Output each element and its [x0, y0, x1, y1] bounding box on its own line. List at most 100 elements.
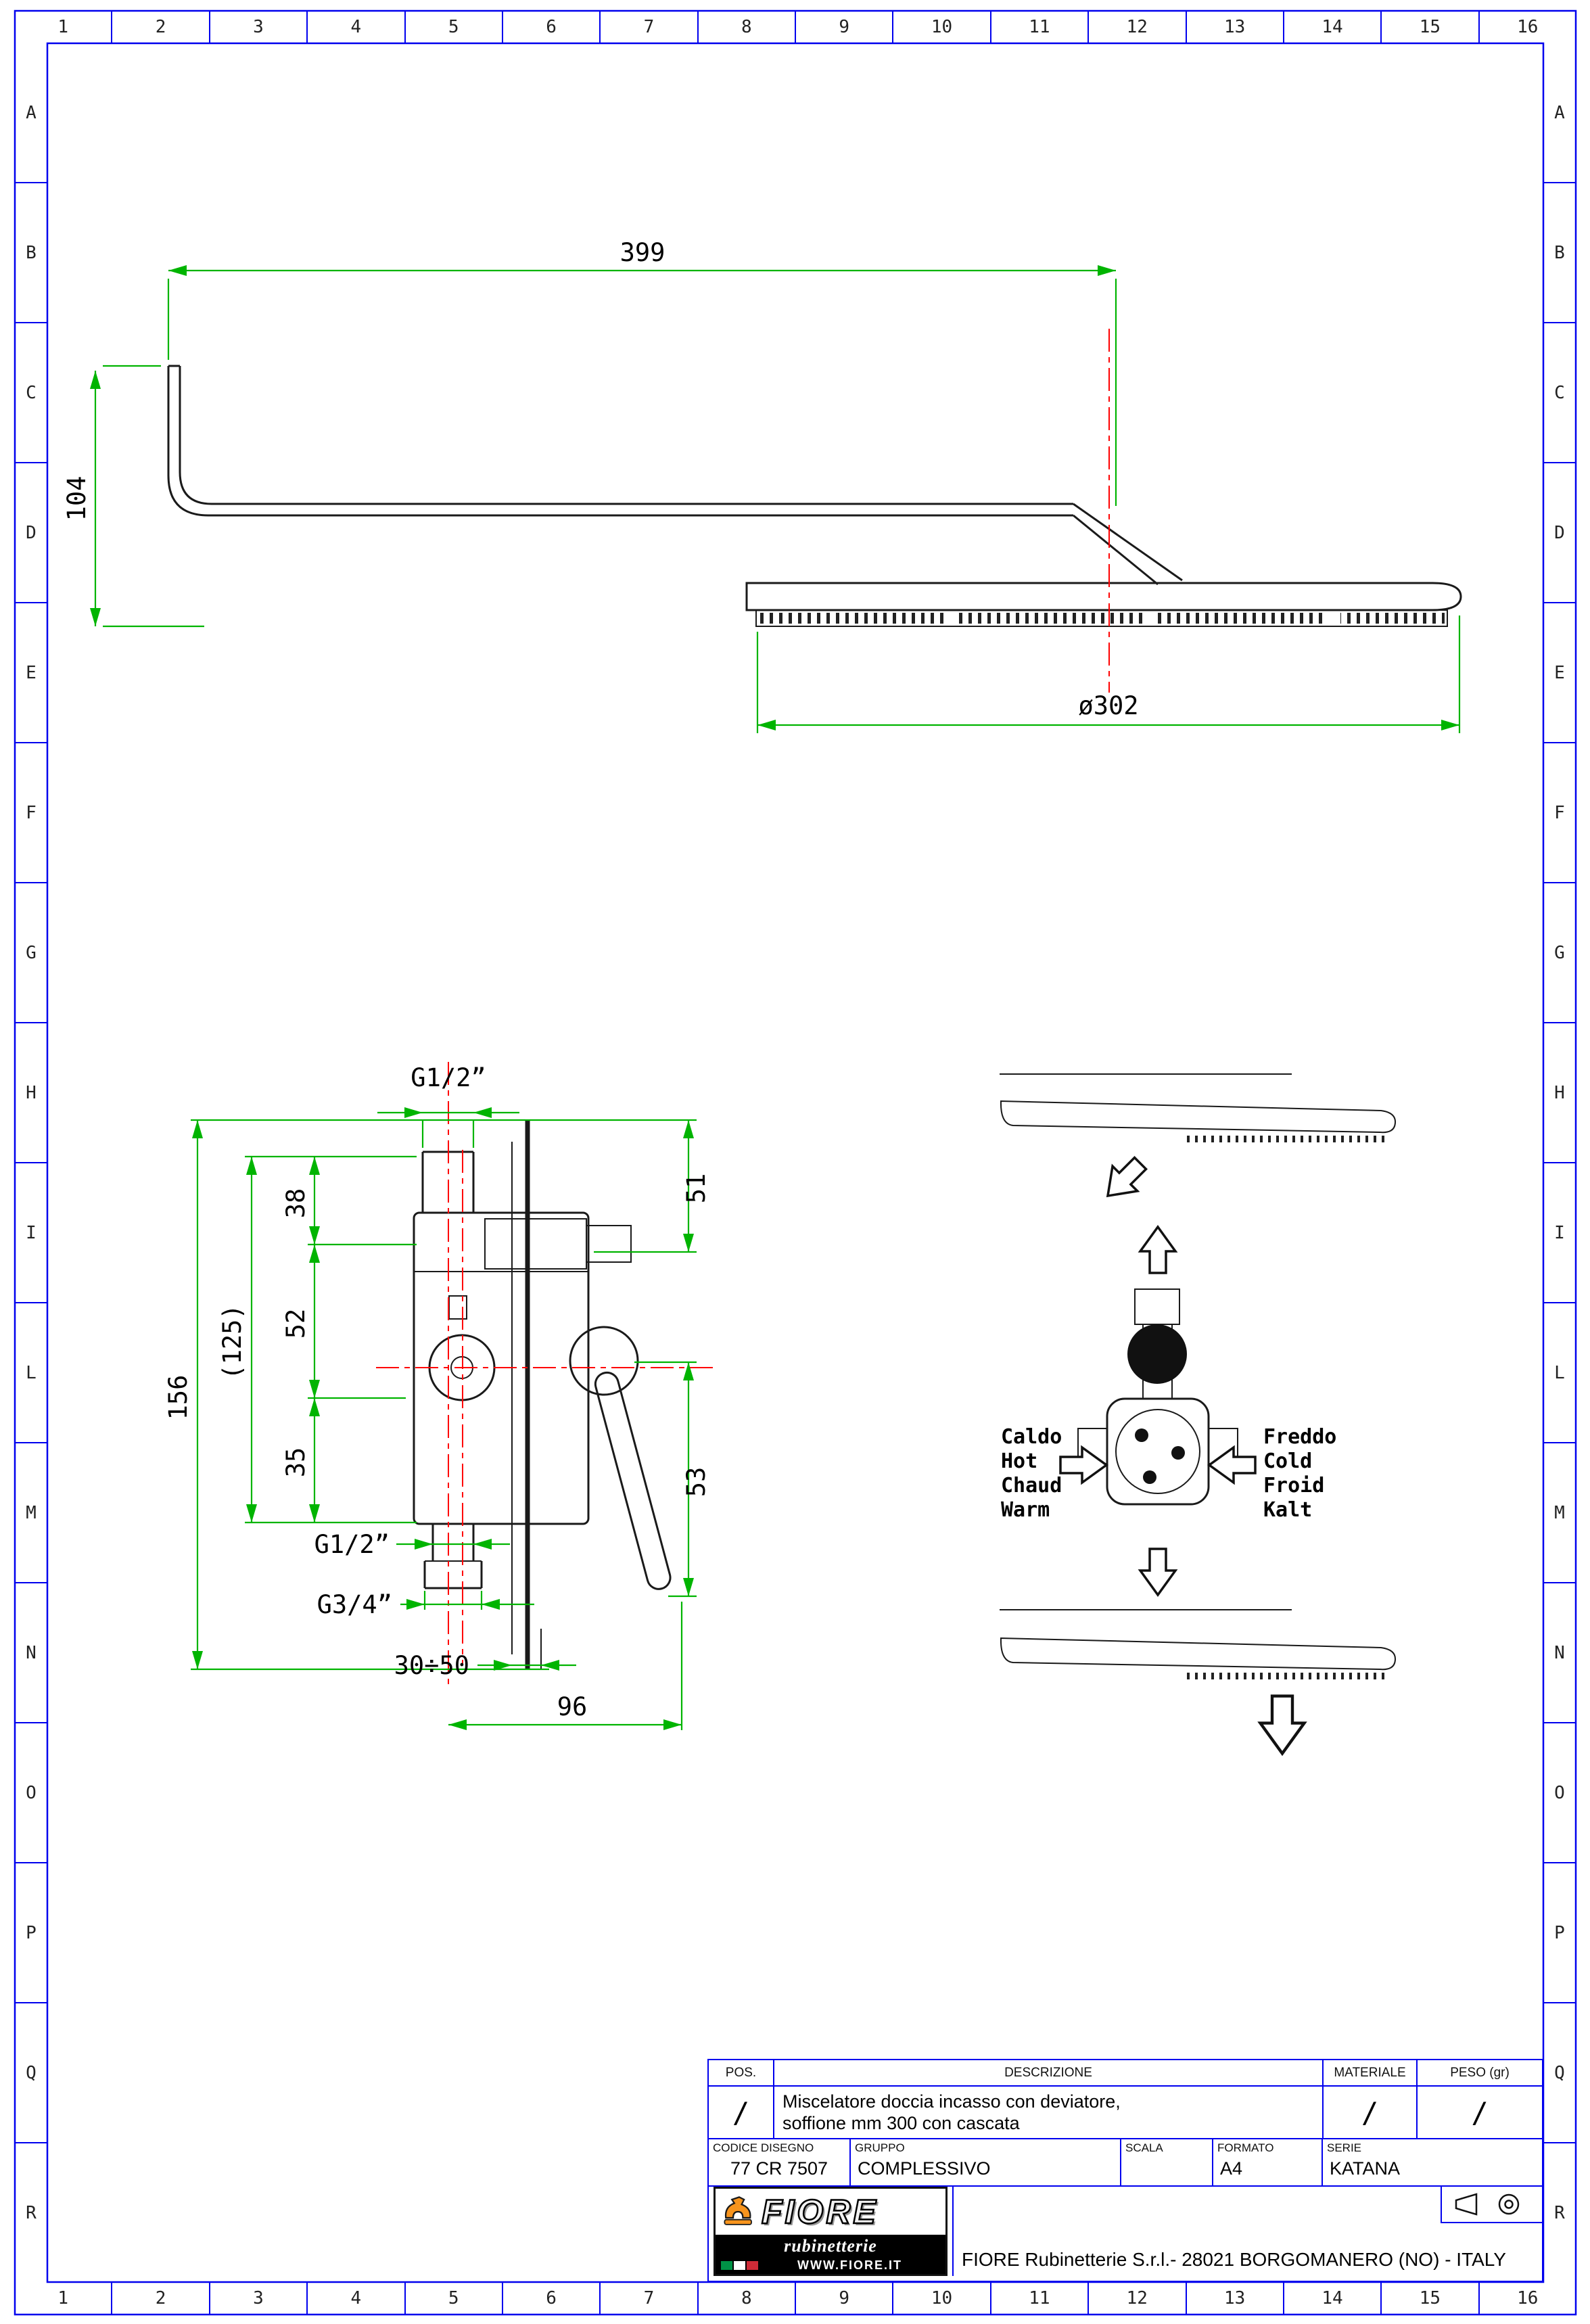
nozzle-gap: [943, 611, 958, 625]
grid-col-label: 13: [1187, 2282, 1284, 2315]
materiale-label: MATERIALE: [1324, 2060, 1418, 2085]
dim-right-top-text: 51: [682, 1173, 711, 1204]
grid-col-label: 16: [1517, 2288, 1539, 2308]
grid-row-label: L: [15, 1303, 47, 1443]
dim-bottom-thread1: G1/2”: [314, 1530, 510, 1559]
logo-url: WWW.FIORE.IT: [797, 2258, 902, 2272]
dim-seg2-text: 52: [281, 1309, 310, 1339]
grid-col-label: 3: [210, 11, 308, 43]
fiore-logo-top: FIORE: [716, 2189, 945, 2235]
italian-flag-green: [721, 2261, 732, 2270]
diverter-down-arrow: [1139, 1548, 1177, 1596]
grid-row-label: G: [1543, 883, 1576, 1023]
formato-label: FORMATO: [1217, 2141, 1274, 2154]
description-cell: Miscelatore doccia incasso con deviatore…: [774, 2087, 1324, 2138]
outer-frame: [14, 9, 1577, 2316]
dim-seg1-text: 38: [281, 1188, 310, 1219]
scala-cell: SCALA: [1121, 2139, 1213, 2185]
lower-head-edge-view: [1000, 1609, 1397, 1679]
italian-flag-red: [747, 2261, 758, 2270]
grid-col-label: 3: [210, 2282, 308, 2315]
materiale-value: /: [1324, 2087, 1418, 2138]
faucet-icon: [724, 2196, 752, 2225]
grid-row-label: E: [1543, 603, 1576, 743]
codice-label: CODICE DISEGNO: [713, 2141, 814, 2154]
grid-row-label: I: [15, 1163, 47, 1303]
dim-seg3-text: 35: [281, 1447, 310, 1478]
dim-left-stack: 38 52 35: [245, 1155, 417, 1524]
grid-row-label: F: [1543, 743, 1576, 883]
dim-bottom-thread2-text: G3/4”: [317, 1590, 392, 1619]
hot-inlet-arrow: [1059, 1446, 1108, 1484]
grid-row-label: P: [15, 1863, 47, 2003]
title-block-codes-row: CODICE DISEGNO 77 CR 7507 GRUPPO COMPLES…: [709, 2139, 1542, 2187]
dim-top-thread-text: G1/2”: [411, 1063, 486, 1092]
first-angle-projection-icon: [1455, 2193, 1520, 2216]
grid-col-label: 10: [893, 11, 991, 43]
grid-row-label: E: [15, 603, 47, 743]
grid-row-label: R: [1554, 2202, 1565, 2223]
grid-col-label: 16: [1517, 17, 1539, 37]
grid-col-label: 15: [1382, 2282, 1480, 2315]
grid-row-label: A: [15, 43, 47, 183]
grid-col-label: 1: [15, 2282, 113, 2315]
grid-row-label: B: [1543, 183, 1576, 323]
grid-col-label: 11: [991, 11, 1090, 43]
valve-body: [413, 1120, 672, 1669]
scala-label: SCALA: [1125, 2141, 1163, 2154]
company-name: FIORE Rubinetterie S.r.l.- 28021 BORGOMA…: [962, 2249, 1506, 2270]
cold-label-it: Freddo: [1263, 1425, 1336, 1449]
grid-row-label: O: [15, 1723, 47, 1863]
cold-label-fr: Froid: [1263, 1474, 1324, 1497]
dim-top-thread: G1/2”: [377, 1063, 519, 1148]
dim-total-paren-text: (125): [218, 1304, 247, 1379]
grid-col-label: 10: [893, 2282, 991, 2315]
grid-row-label: Q: [1543, 2003, 1576, 2143]
dim-bottom-thread1-text: G1/2”: [314, 1530, 390, 1559]
grid-col-label: 8: [699, 11, 796, 43]
grid-row-label: D: [15, 463, 47, 603]
grid-row-label: B: [15, 183, 47, 323]
grid-col-label: 15: [1382, 11, 1480, 43]
grid-col-label: 12: [1089, 2282, 1187, 2315]
italian-flag-white: [734, 2261, 745, 2270]
inner-frame: [46, 42, 1545, 2283]
grid-row-label: M: [1543, 1443, 1576, 1583]
serie-value: KATANA: [1330, 2158, 1401, 2179]
grid-col-label: 11: [991, 2282, 1090, 2315]
shower-head-side-view: 399 104 ø302: [62, 238, 1462, 733]
grid-col-label: 9: [796, 11, 894, 43]
mixer-valve-section-view: G1/2” 38 52 35: [164, 1062, 714, 1730]
title-block-bottom-row: FIORE rubinetterie WWW.FIORE.IT: [709, 2187, 1542, 2276]
grid-row-label: I: [1543, 1163, 1576, 1303]
dim-wall-range-text: 30÷50: [394, 1651, 469, 1680]
dim-height-text: 104: [62, 476, 91, 521]
cold-label-de: Kalt: [1263, 1498, 1312, 1522]
dim-53: 53: [634, 1361, 711, 1598]
grid-row-label: M: [15, 1443, 47, 1583]
hot-label-fr: Chaud: [1001, 1474, 1062, 1497]
serie-cell: SERIE KATANA: [1323, 2139, 1542, 2185]
dim-bottom-thread2: G3/4”: [317, 1590, 534, 1619]
grid-row-label: C: [1543, 323, 1576, 463]
grid-col-label: 9: [796, 2282, 894, 2315]
dim-wall-range: 30÷50: [394, 1651, 576, 1680]
hot-label-de: Warm: [1001, 1498, 1050, 1522]
diverter-up-arrow: [1139, 1226, 1177, 1274]
logo-wordmark: FIORE: [761, 2192, 879, 2232]
fiore-logo: FIORE rubinetterie WWW.FIORE.IT: [714, 2187, 948, 2276]
hot-label-en: Hot: [1001, 1449, 1037, 1473]
grid-col-label: 2: [112, 2282, 210, 2315]
gruppo-cell: GRUPPO COMPLESSIVO: [851, 2139, 1121, 2185]
codice-value: 77 CR 7507: [730, 2158, 828, 2179]
dim-125: (125): [218, 1157, 257, 1523]
grid-row-label: H: [1543, 1023, 1576, 1163]
title-block-values-row: / Miscelatore doccia incasso con deviato…: [709, 2087, 1542, 2139]
logo-cell: FIORE rubinetterie WWW.FIORE.IT: [709, 2187, 954, 2276]
